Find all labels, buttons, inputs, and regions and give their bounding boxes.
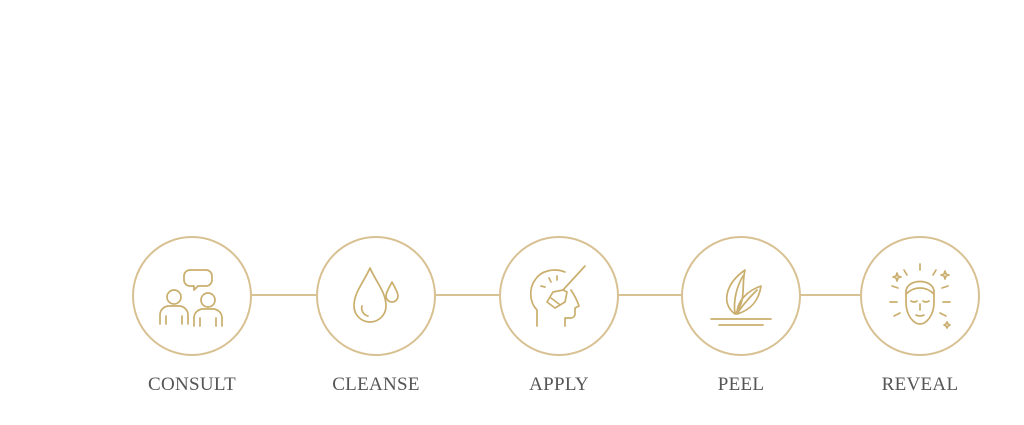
step-circle bbox=[132, 236, 252, 356]
step-peel: PEEL bbox=[681, 236, 801, 396]
step-label: REVEAL bbox=[881, 374, 959, 395]
step-label: PEEL bbox=[717, 374, 765, 395]
step-label: APPLY bbox=[529, 374, 589, 395]
leaves-icon bbox=[710, 269, 772, 326]
step-label: CLEANSE bbox=[332, 374, 420, 395]
connector-line bbox=[433, 294, 501, 296]
step-circle bbox=[681, 236, 801, 356]
step-consult: CONSULT bbox=[132, 236, 252, 396]
step-reveal: REVEAL bbox=[860, 236, 980, 396]
step-apply: APPLY bbox=[499, 236, 619, 396]
glowing-face-icon bbox=[889, 263, 951, 329]
brush-on-face-icon bbox=[529, 265, 586, 327]
connector-line bbox=[797, 294, 863, 296]
step-circle bbox=[860, 236, 980, 356]
connector-line bbox=[251, 294, 319, 296]
step-label: CONSULT bbox=[148, 374, 236, 395]
water-drops-icon bbox=[353, 267, 399, 323]
connector-line bbox=[617, 294, 683, 296]
consultation-people-icon bbox=[159, 269, 223, 327]
step-circle bbox=[316, 236, 436, 356]
step-cleanse: CLEANSE bbox=[316, 236, 436, 396]
step-circle bbox=[499, 236, 619, 356]
